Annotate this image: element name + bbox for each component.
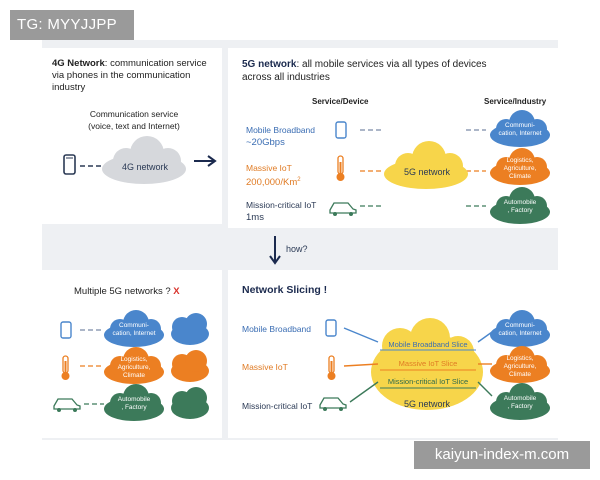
cloud-5g-orange-icon <box>171 350 209 382</box>
thermometer-icon <box>61 355 70 380</box>
panel-5g-title: 5G network: all mobile services via all … <box>242 59 487 83</box>
row-massive-iot: Massive IoT <box>242 362 288 372</box>
service-description: Communication service (voice, text and I… <box>88 109 180 131</box>
thermometer-icon <box>327 355 336 380</box>
slice-mission-critical: Mission-critical IoT Slice <box>387 377 469 386</box>
network-slicing-title: Network Slicing ! <box>242 284 328 296</box>
row-mission-critical: Mission-critical IoT <box>242 401 313 411</box>
cloud-5g-label: 5G network <box>403 167 451 177</box>
cloud-logistics-label: Logistics,Agriculture,Climate <box>503 157 537 180</box>
cloud-logistics-label: Logistics,Agriculture,Climate <box>503 355 537 378</box>
cloud-communication-label: Communi-cation, Internet <box>498 122 542 137</box>
cloud-automobile-label: Automobile, Factory <box>503 199 537 214</box>
header-service-device: Service/Device <box>312 97 369 106</box>
arrow-right-icon <box>194 155 217 167</box>
phone-icon <box>63 154 76 175</box>
row-mobile-broadband: Mobile Broadband ~20Gbps <box>246 125 315 148</box>
cloud-5g-blue-icon <box>171 313 209 345</box>
panel-4g <box>42 48 222 224</box>
cloud-5g-label: 5G network <box>403 399 451 409</box>
x-mark: X <box>173 286 180 297</box>
panel-4g-title: 4G Network: communication service via ph… <box>52 58 207 93</box>
phone-icon <box>325 319 337 337</box>
phone-icon <box>335 121 347 139</box>
car-icon <box>53 398 81 412</box>
car-icon <box>329 202 357 216</box>
arrow-down-icon <box>269 236 281 265</box>
slice-massive-iot: Massive IoT Slice <box>398 359 458 368</box>
slice-mobile-broadband: Mobile Broadband Slice <box>388 340 468 349</box>
row-mobile-broadband: Mobile Broadband <box>242 324 311 334</box>
watermark-tag: TG: MYYJJPP <box>10 10 134 40</box>
cloud-communication-label: Communi-cation, Internet <box>498 322 542 337</box>
cloud-automobile-label: Automobile, Factory <box>503 395 537 410</box>
thermometer-icon <box>336 155 345 181</box>
watermark-footer: kaiyun-index-m.com <box>414 441 590 469</box>
multiple-5g-title: Multiple 5G networks ? X <box>74 286 180 297</box>
cloud-5g-green-icon <box>171 387 209 419</box>
cloud-4g-icon <box>102 136 186 184</box>
row-mission-critical: Mission-critical IoT 1ms <box>246 200 317 223</box>
phone-icon <box>60 321 72 339</box>
cloud-logistics-label: Logistics,Agriculture,Climate <box>117 356 151 379</box>
how-label: how? <box>286 244 308 254</box>
car-icon <box>319 397 347 411</box>
cloud-4g-label: 4G network <box>121 162 169 172</box>
cloud-5g-icon <box>384 141 468 189</box>
header-service-industry: Service/Industry <box>484 97 547 106</box>
cloud-communication-label: Communi-cation, Internet <box>112 322 156 337</box>
cloud-automobile-label: Automobile, Factory <box>117 396 151 411</box>
row-massive-iot: Massive IoT 200,000/Km2 <box>246 163 301 188</box>
cloud-5g-icon <box>371 318 483 410</box>
